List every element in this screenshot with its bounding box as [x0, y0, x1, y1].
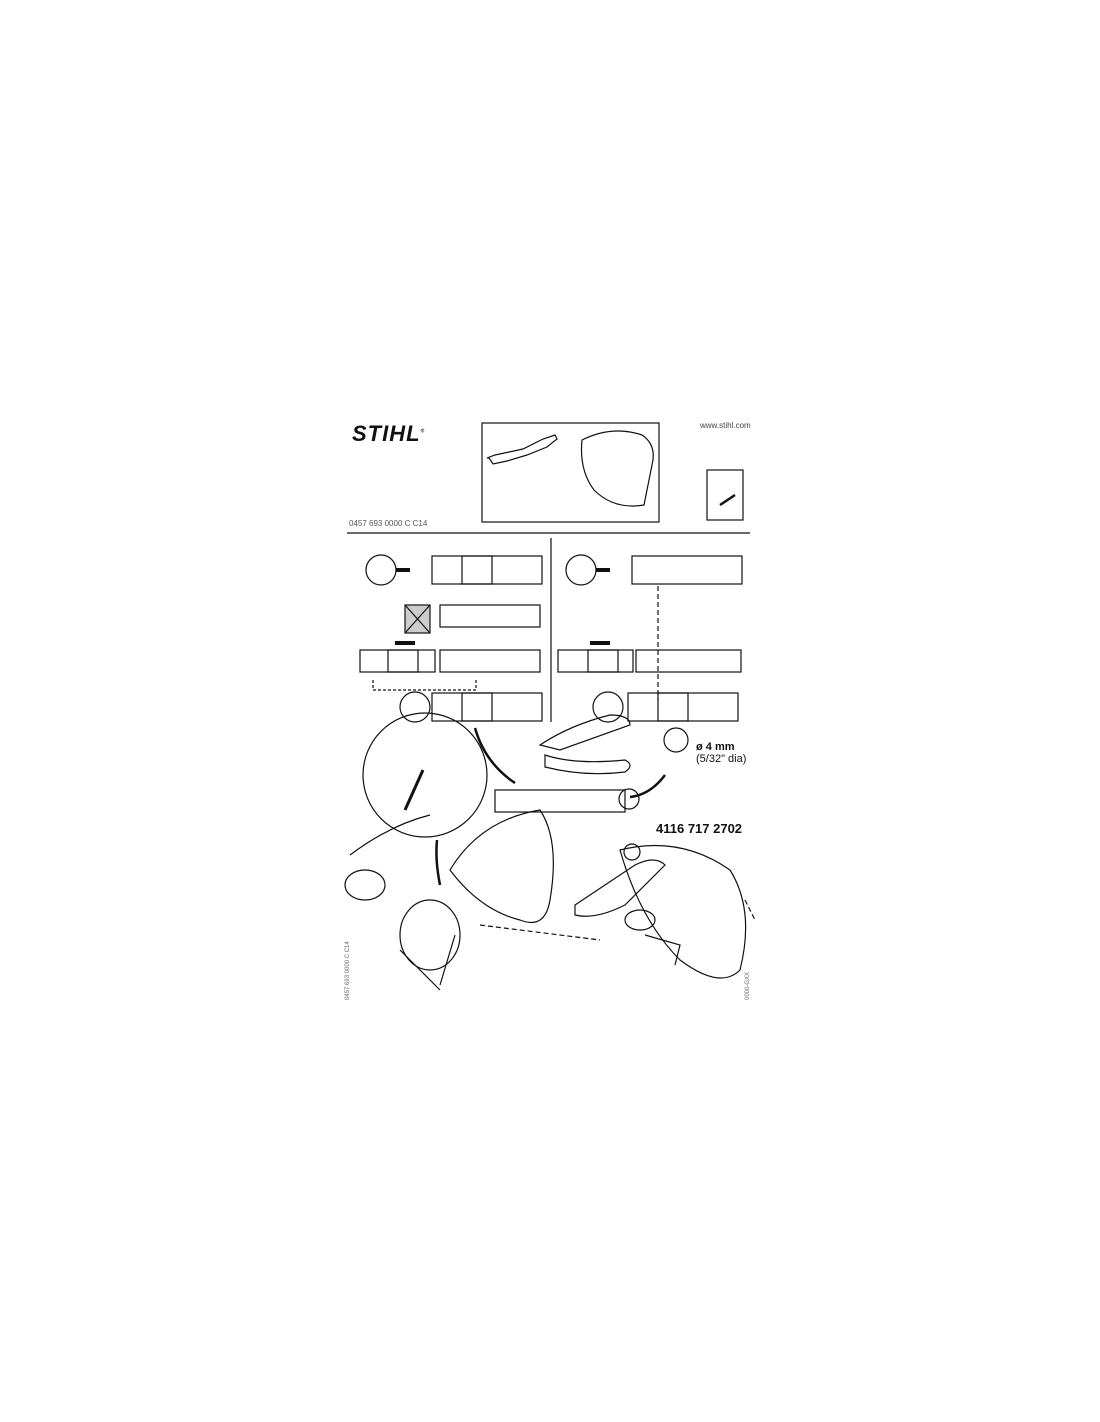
order-number-label: 4116 717 2702 [656, 821, 743, 836]
website-link[interactable]: www.stihl.com [700, 421, 751, 430]
parts-box [481, 422, 660, 523]
diameter-metric: ø 4 mm [696, 741, 735, 753]
logo-text: STIHL [352, 421, 421, 446]
stihl-logo: STIHL® [352, 421, 425, 447]
manual-icon [706, 469, 744, 521]
rivet-diameter-label: ø 4 mm(5/32" dia) [696, 741, 746, 765]
arrow-icon [719, 493, 736, 507]
deflector-assembly [574, 843, 756, 979]
trademark: ® [420, 428, 426, 435]
detail-magnifier [362, 712, 488, 886]
right-steps [557, 554, 743, 723]
part-number: 0457 693 0000 C C14 [349, 519, 428, 528]
trimmer-head-assembly [344, 809, 601, 991]
blade-icon [486, 434, 558, 465]
rivet-tool [473, 714, 689, 813]
left-steps [359, 554, 543, 723]
deflector-icon [580, 430, 654, 507]
diameter-imperial: (5/32" dia) [696, 753, 747, 765]
